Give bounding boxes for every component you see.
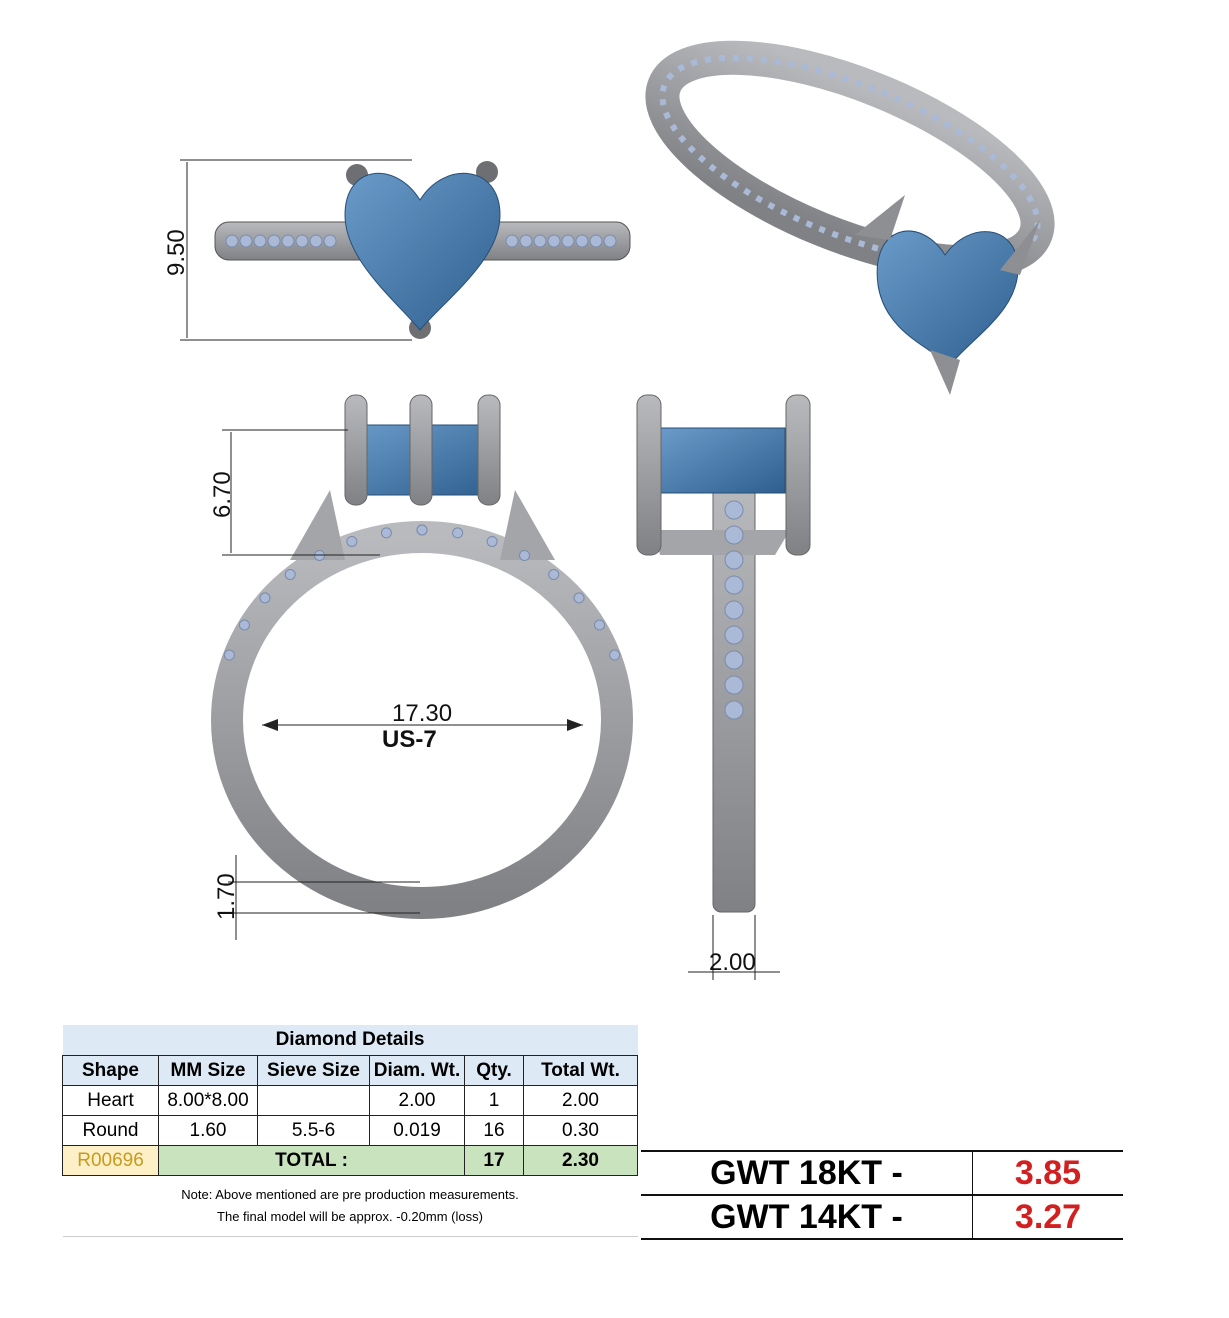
side-stone: [724, 575, 744, 595]
total-label: TOTAL :: [158, 1145, 465, 1176]
side-stone: [346, 535, 358, 547]
side-stone: [724, 500, 744, 520]
cell: 1.60: [158, 1115, 258, 1146]
dimension-2-00: 2.00: [709, 949, 756, 976]
gross-weight-table: GWT 18KT - 3.85 GWT 14KT - 3.27: [641, 1150, 1123, 1240]
side-stone: [724, 650, 744, 670]
cell: 2.00: [369, 1085, 465, 1116]
perspective-view: [645, 40, 1055, 395]
col-header: Diam. Wt.: [369, 1055, 465, 1086]
side-stone: [284, 568, 296, 580]
side-stone: [259, 592, 271, 604]
side-stone: [724, 600, 744, 620]
cell: 5.5-6: [257, 1115, 370, 1146]
cell: Round: [62, 1115, 159, 1146]
front-view: 6.70 17.30 US-7 1.70: [209, 394, 633, 940]
col-header: Total Wt.: [523, 1055, 638, 1086]
table-row: Round 1.60 5.5-6 0.019 16 0.30: [62, 1115, 638, 1146]
side-stone: [724, 525, 744, 545]
total-row: R00696 TOTAL : 17 2.30: [62, 1145, 638, 1176]
cell: 8.00*8.00: [158, 1085, 258, 1116]
col-header: Shape: [62, 1055, 159, 1086]
side-stone: [589, 234, 603, 248]
side-stone: [519, 549, 530, 561]
cell: 0.019: [369, 1115, 465, 1146]
col-header: Qty.: [464, 1055, 524, 1086]
side-stone: [724, 625, 744, 645]
col-header: MM Size: [158, 1055, 258, 1086]
side-stone: [223, 649, 235, 661]
total-weight: 2.30: [523, 1145, 638, 1176]
side-stone: [548, 568, 560, 580]
side-stone: [575, 234, 589, 248]
note: Note: Above mentioned are pre production…: [62, 1175, 638, 1237]
side-stone: [309, 234, 323, 248]
side-stone: [323, 234, 337, 248]
gwt-row: GWT 14KT - 3.27: [641, 1194, 1123, 1240]
side-stone: [561, 234, 575, 248]
note-line: Note: Above mentioned are pre production…: [181, 1187, 519, 1202]
dimension-6-70: 6.70: [209, 471, 236, 518]
note-line: The final model will be approx. -0.20mm …: [217, 1209, 483, 1224]
gwt-value: 3.85: [972, 1150, 1123, 1195]
side-stone: [533, 234, 547, 248]
cell: 2.00: [523, 1085, 638, 1116]
side-stone: [724, 675, 744, 695]
cell: [257, 1085, 370, 1116]
side-stone: [547, 234, 561, 248]
side-stone: [238, 619, 250, 631]
side-stone: [519, 234, 533, 248]
table-title: Diamond Details: [62, 1025, 638, 1056]
table-row: Heart 8.00*8.00 2.00 1 2.00: [62, 1085, 638, 1116]
cell: 0.30: [523, 1115, 638, 1146]
side-stone: [267, 234, 281, 248]
side-stone: [724, 550, 744, 570]
dimension-9-50: 9.50: [163, 229, 190, 276]
side-stone: [452, 527, 464, 539]
side-stone: [609, 649, 621, 661]
product-code: R00696: [62, 1145, 159, 1176]
gwt-value: 3.27: [972, 1194, 1123, 1240]
side-stone: [380, 527, 392, 539]
side-view: 2.00: [636, 394, 811, 980]
ring-technical-drawing: 9.50 6.70 17.30 US-7 1.70 2.: [163, 40, 1055, 980]
col-header: Sieve Size: [257, 1055, 370, 1086]
top-view: 9.50: [163, 159, 631, 341]
dimension-1-70: 1.70: [213, 873, 240, 920]
cell: 16: [464, 1115, 524, 1146]
side-stone: [225, 234, 239, 248]
gwt-label: GWT 18KT -: [641, 1150, 973, 1195]
side-stone: [603, 234, 617, 248]
dimension-17-30: 17.30: [392, 700, 452, 727]
side-stone: [505, 234, 519, 248]
gwt-row: GWT 18KT - 3.85: [641, 1150, 1123, 1195]
side-stone: [295, 234, 309, 248]
side-stone: [486, 535, 498, 547]
side-stone: [416, 524, 428, 536]
side-stone: [253, 234, 267, 248]
side-stone: [281, 234, 295, 248]
cell: 1: [464, 1085, 524, 1116]
cell: Heart: [62, 1085, 159, 1116]
ring-size-label: US-7: [382, 726, 437, 753]
side-stone: [239, 234, 253, 248]
gwt-label: GWT 14KT -: [641, 1194, 973, 1240]
total-qty: 17: [464, 1145, 524, 1176]
diamond-details-table: Diamond Details Shape MM Size Sieve Size…: [62, 1025, 638, 1237]
side-stone: [594, 619, 606, 631]
side-stone: [724, 700, 744, 720]
side-stone: [573, 592, 585, 604]
